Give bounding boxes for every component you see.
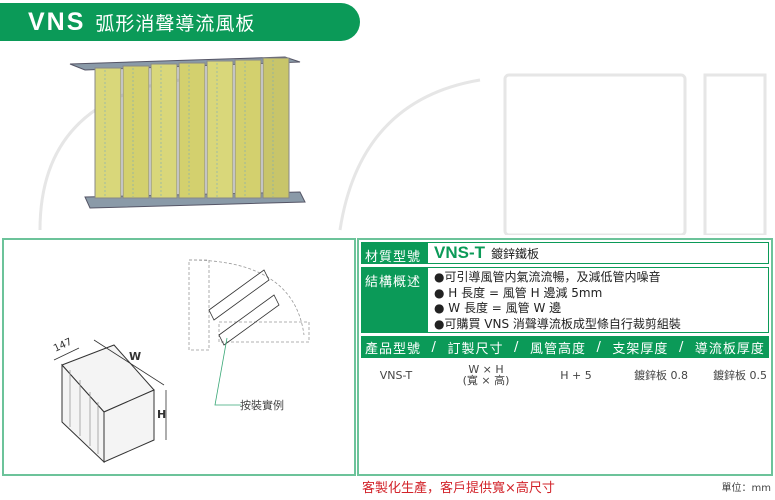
spec-table: 材質型號 VNS-T 鍍鋅鐵板 結構概述 ●可引導風管内氣流流暢，及減低管内噪音 … — [357, 238, 773, 476]
separator: / — [596, 339, 602, 355]
title-banner: VNS 弧形消聲導流風板 — [0, 3, 360, 41]
width-label: W — [129, 350, 141, 363]
custom-note: 客製化生產，客戶提供寬×高尺寸 — [362, 481, 555, 496]
material-text: 鍍鋅鐵板 — [491, 246, 540, 261]
material-code: VNS-T — [434, 243, 485, 262]
structure-item: ●可購買 VNS 消聲導流板成型條自行裁剪組裝 — [434, 316, 681, 331]
cell-model: VNS-T — [379, 368, 413, 382]
col-model: 產品型號 — [365, 341, 422, 357]
structure-row: 結構概述 ●可引導風管内氣流流暢，及減低管内噪音 ● H 長度 = 風管 H 邊… — [361, 267, 769, 333]
separator: / — [678, 339, 685, 355]
dimension-diagram: 147 W H — [52, 259, 310, 464]
separator: / — [514, 339, 520, 355]
col-bracket: 支架厚度 — [612, 341, 669, 357]
size-formula: W × H — [468, 363, 504, 376]
cell-size: W × H(寬 × 高) — [431, 364, 541, 386]
separator: / — [431, 339, 437, 355]
structure-item: ● H 長度 = 風管 H 邊減 5mm — [434, 285, 603, 300]
material-label: 材質型號 — [361, 242, 427, 265]
product-name: 弧形消聲導流風板 — [95, 12, 256, 35]
product-illustration — [69, 56, 306, 209]
diagram-panel: 147 W H 按裝實例 — [2, 238, 356, 476]
cell-bracket: 鍍鋅板 0.8 — [634, 369, 688, 382]
table-header: 產品型號 / 訂製尺寸 / 風管高度 / 支架厚度 / 導流板厚度 — [361, 336, 769, 358]
structure-item: ●可引導風管内氣流流暢，及減低管内噪音 — [434, 270, 661, 284]
product-code: VNS — [28, 7, 86, 36]
cell-plate: 鍍鋅板 0.5 — [713, 369, 767, 382]
material-row: 材質型號 VNS-T 鍍鋅鐵板 — [361, 242, 769, 265]
size-desc: (寬 × 高) — [462, 374, 510, 387]
install-example-label: 按裝實例 — [240, 399, 284, 412]
col-plate: 導流板厚度 — [694, 341, 765, 357]
table-row: VNS-T W × H(寬 × 高) H + 5 鍍鋅板 0.8 鍍鋅板 0.5 — [361, 361, 769, 389]
col-size: 訂製尺寸 — [447, 341, 504, 357]
structure-item: ● W 長度 = 風管 W 邊 — [434, 301, 562, 315]
cell-duct-height: H + 5 — [560, 368, 592, 382]
height-label: H — [157, 408, 166, 421]
structure-label: 結構概述 — [361, 267, 427, 333]
unit-label: 單位：mm — [721, 483, 771, 494]
col-duct-height: 風管高度 — [529, 341, 586, 357]
